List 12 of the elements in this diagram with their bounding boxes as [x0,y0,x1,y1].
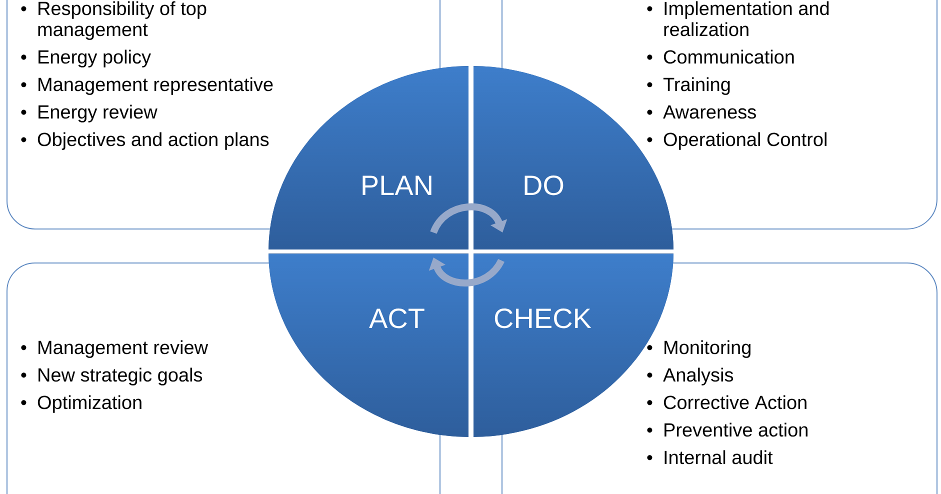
list-item: Communication [664,50,794,64]
curved-arrow [430,203,508,234]
circle-quadrant: ACT [268,254,468,437]
list-item: Management review [38,340,208,358]
list-item: Internal audit [664,450,773,464]
list-item: Objectives and action plans [38,132,269,150]
list-item: New strategic goals [38,368,202,386]
list-item: Responsibility of top management [38,1,206,40]
list-item: Energy policy [38,50,151,68]
list-item: Optimization [38,395,142,413]
list-item: Implementation and realization [664,1,829,36]
list-item: Energy review [38,104,158,122]
